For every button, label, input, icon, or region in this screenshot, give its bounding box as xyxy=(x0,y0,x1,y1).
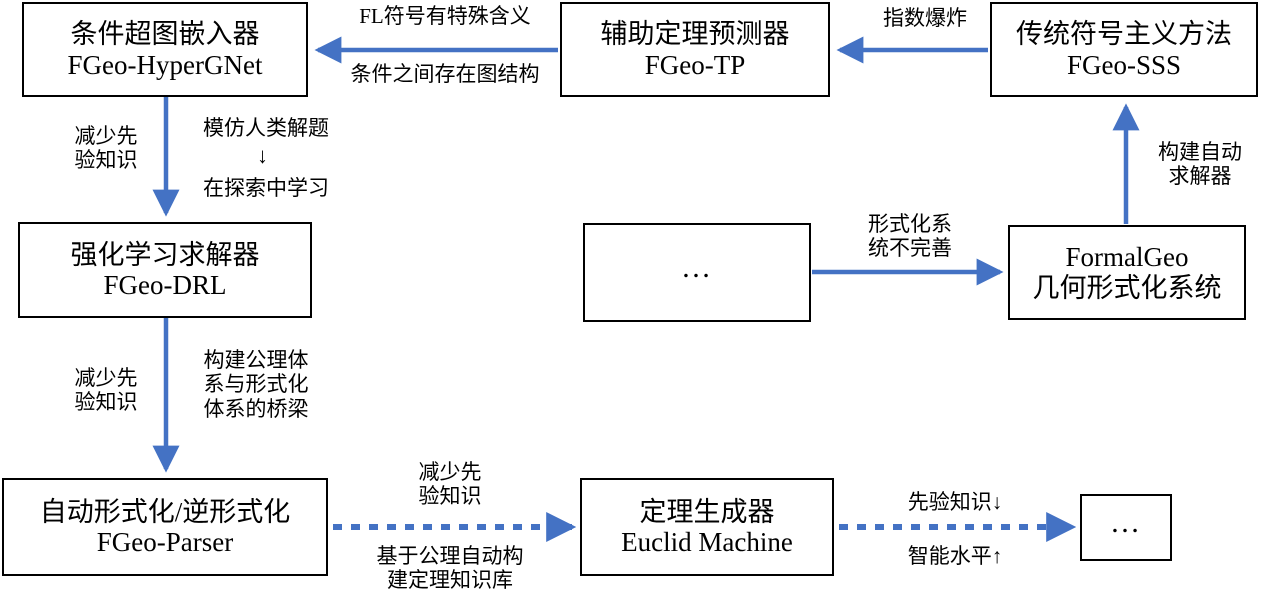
node-title-line1: FormalGeo xyxy=(1065,242,1189,273)
node-title-line2: FGeo-DRL xyxy=(103,270,227,300)
ellipsis-glyph: … xyxy=(681,250,713,284)
edge-label-drl-to-parser-right: 构建公理体 系与形式化 体系的桥梁 xyxy=(203,348,309,421)
edge-label-hypergnet-to-drl-right-bottom: 在探索中学习 xyxy=(203,176,329,200)
down-arrow-icon: ↓ xyxy=(257,143,268,168)
node-fgeo-drl[interactable]: 强化学习求解器 FGeo-DRL xyxy=(18,222,312,318)
node-title-line1: 辅助定理预测器 xyxy=(600,19,790,50)
node-fgeo-sss[interactable]: 传统符号主义方法 FGeo-SSS xyxy=(990,2,1258,97)
node-title-line1: 定理生成器 xyxy=(639,496,775,527)
edge-label-tp-to-hypergnet-top: FL符号有特殊含义 xyxy=(359,4,531,28)
node-title-line1: 自动形式化/逆形式化 xyxy=(39,496,291,527)
node-fgeo-tp[interactable]: 辅助定理预测器 FGeo-TP xyxy=(560,2,830,97)
edge-label-hypergnet-to-drl-left: 减少先 验知识 xyxy=(74,124,138,173)
edge-label-drl-to-parser-left: 减少先 验知识 xyxy=(74,366,138,415)
node-formalgeo[interactable]: FormalGeo 几何形式化系统 xyxy=(1008,225,1246,320)
node-title-line1: 强化学习求解器 xyxy=(70,239,260,270)
edge-label-euclid-to-more-top: 先验知识↓ xyxy=(907,490,1003,514)
node-title-line2: FGeo-Parser xyxy=(96,527,234,557)
node-title-line1: 条件超图嵌入器 xyxy=(70,19,260,50)
node-euclid-machine[interactable]: 定理生成器 Euclid Machine xyxy=(580,478,834,576)
node-title-line2: FGeo-TP xyxy=(644,49,746,80)
node-fgeo-hypergnet[interactable]: 条件超图嵌入器 FGeo-HyperGNet xyxy=(22,2,308,97)
edge-label-euclid-to-more-bottom: 智能水平↑ xyxy=(907,544,1003,568)
node-title-line2: FGeo-SSS xyxy=(1066,49,1182,80)
node-title-line1: 传统符号主义方法 xyxy=(1016,19,1232,50)
edge-label-parser-to-euclid-top: 减少先 验知识 xyxy=(418,460,482,509)
edge-label-parser-to-euclid-bottom: 基于公理自动构 建定理知识库 xyxy=(376,544,524,593)
node-title-line2: Euclid Machine xyxy=(621,527,793,557)
edge-label-formalgeo-to-sss: 构建自动 求解器 xyxy=(1158,140,1242,189)
node-more-end[interactable]: … xyxy=(1080,494,1172,561)
node-title-line2: 几何形式化系统 xyxy=(1032,272,1222,303)
edge-label-sss-to-tp: 指数爆炸 xyxy=(883,6,967,30)
node-title-line2: FGeo-HyperGNet xyxy=(67,49,263,80)
ellipsis-glyph: … xyxy=(1110,505,1142,539)
node-more-middle[interactable]: … xyxy=(583,223,811,322)
edge-label-more-to-formalgeo: 形式化系 统不完善 xyxy=(868,212,952,261)
edge-label-hypergnet-to-drl-right-top: 模仿人类解题 xyxy=(203,116,329,140)
edge-label-tp-to-hypergnet-bottom: 条件之间存在图结构 xyxy=(350,62,540,86)
node-fgeo-parser[interactable]: 自动形式化/逆形式化 FGeo-Parser xyxy=(2,478,328,576)
